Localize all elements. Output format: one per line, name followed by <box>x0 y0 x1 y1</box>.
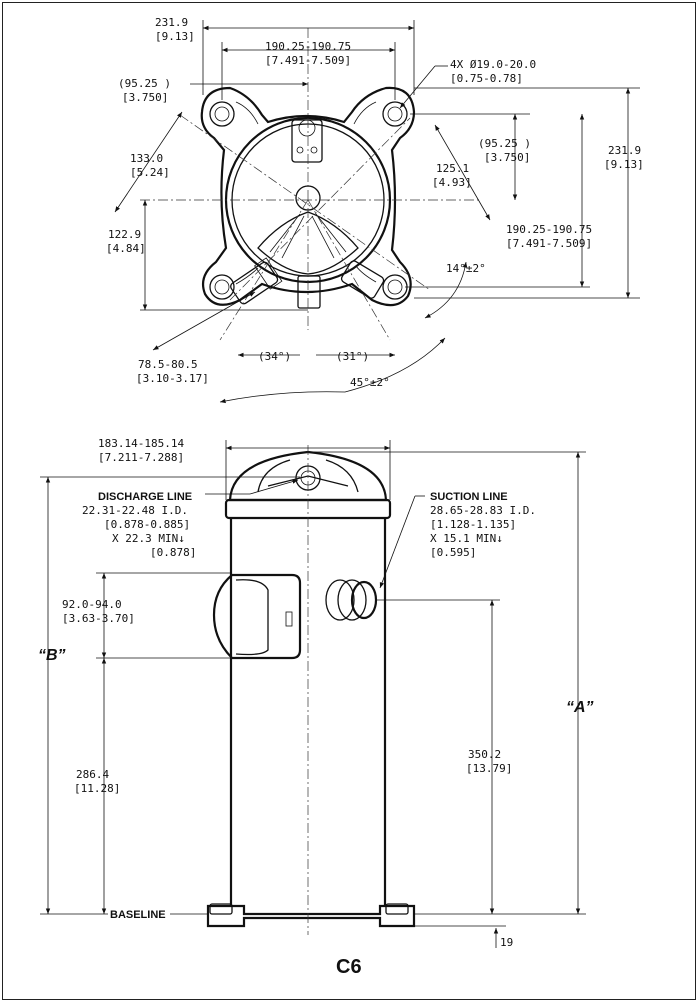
arc-14 <box>424 261 468 319</box>
dim-line-133 <box>114 111 183 213</box>
side-fitting-top <box>340 260 385 299</box>
mount-hole-br-inner <box>387 279 403 295</box>
dome-ribs <box>257 211 359 275</box>
discharge-depth-in: [0.878] <box>150 546 196 559</box>
mounting-flange <box>200 86 416 307</box>
grommet-left <box>209 903 233 915</box>
discharge-id-in: [0.878-0.885] <box>104 518 190 531</box>
dim-line-125 <box>434 124 491 221</box>
angle-31: (31°) <box>336 350 369 363</box>
suction-fitting-top <box>230 257 283 305</box>
dome-rib-lines <box>269 213 347 259</box>
mount-hole-tr-inner <box>387 106 403 122</box>
suction-fitting-face <box>350 580 378 620</box>
dim-78: 78.5-80.5 <box>138 358 198 371</box>
dim-offset-right: (95.25 ) <box>478 137 531 150</box>
dim-overall-height-in: [9.13] <box>604 158 644 171</box>
diag-centerline-a <box>179 114 431 291</box>
dim-125: 125.1 <box>436 162 469 175</box>
dim-92-in: [3.63-3.70] <box>62 612 135 625</box>
dim-top-width: 183.14-185.14 <box>98 437 184 450</box>
mount-hole-tl <box>209 101 235 127</box>
dim-286: 286.4 <box>76 768 109 781</box>
suction-id: 28.65-28.83 I.D. <box>430 504 536 517</box>
terminal-box-top <box>291 119 323 163</box>
dim-133-in: [5.24] <box>130 166 170 179</box>
dim-350: 350.2 <box>468 748 501 761</box>
dim-133: 133.0 <box>130 152 163 165</box>
discharge-line-label: DISCHARGE LINE <box>98 491 192 503</box>
dim-overall-height: 231.9 <box>608 144 641 157</box>
dim-92: 92.0-94.0 <box>62 598 122 611</box>
diag-centerline-b <box>229 117 411 301</box>
baseline-label: BASELINE <box>110 909 166 921</box>
mount-hole-tl-inner <box>214 106 230 122</box>
leader-discharge <box>249 479 299 495</box>
angle-14: 14°±2° <box>446 262 486 275</box>
terminal-cap <box>298 119 316 137</box>
suction-depth: X 15.1 MIN↓ <box>430 532 503 545</box>
dim-mount-spacing-y-in: [7.491-7.509] <box>506 237 592 250</box>
dim-offset-right-in: [3.750] <box>484 151 530 164</box>
fitting-angle-line-b <box>307 199 391 341</box>
dim-offset-left: (95.25 ) <box>118 77 171 90</box>
mount-hole-tr <box>382 101 408 127</box>
discharge-depth: X 22.3 MIN↓ <box>112 532 185 545</box>
top-view: 231.9 [9.13] 190.25-190.75 [7.491-7.509]… <box>106 16 644 404</box>
mount-hole-br <box>382 274 408 300</box>
terminal-box <box>212 573 302 660</box>
discharge-id: 22.31-22.48 I.D. <box>82 504 188 517</box>
terminal-pin-b <box>310 146 318 154</box>
leader-holes <box>399 65 436 109</box>
dim-350-in: [13.79] <box>466 762 512 775</box>
suction-line-label: SUCTION LINE <box>430 491 508 503</box>
dim-label-b: “B” <box>38 647 66 664</box>
terminal-pin-a <box>296 146 304 154</box>
angle-34: (34°) <box>258 350 291 363</box>
arc-45 <box>219 337 446 404</box>
dim-overall-width-in: [9.13] <box>155 30 195 43</box>
baseline-label-bg <box>108 907 170 920</box>
terminal-box-clip <box>285 611 293 627</box>
flange-inner-edge <box>235 101 377 285</box>
suction-id-in: [1.128-1.135] <box>430 518 516 531</box>
model-title: C6 <box>336 956 362 978</box>
hole-callout-in: [0.75-0.78] <box>450 72 523 85</box>
dim-122: 122.9 <box>108 228 141 241</box>
leader-suction <box>379 495 416 589</box>
suction-fitting <box>325 579 355 621</box>
angle-45: 45°±2° <box>350 376 390 389</box>
dim-line-78 <box>152 291 256 351</box>
side-view: 183.14-185.14 [7.211-7.288] DISCHARGE LI… <box>38 437 594 949</box>
grommet-right <box>385 903 409 915</box>
dim-top-width-in: [7.211-7.288] <box>98 451 184 464</box>
dim-offset-left-in: [3.750] <box>122 91 168 104</box>
dim-mount-spacing-x: 190.25-190.75 <box>265 40 351 53</box>
fitting-angle-line-a <box>219 199 309 341</box>
dim-19: 19 <box>500 936 513 949</box>
mount-hole-bl-inner <box>214 279 230 295</box>
terminal-box-lid <box>235 579 269 656</box>
suction-depth-in: [0.595] <box>430 546 476 559</box>
dim-78-in: [3.10-3.17] <box>136 372 209 385</box>
dim-label-a: “A” <box>566 699 594 716</box>
dim-286-in: [11.28] <box>74 782 120 795</box>
hole-callout: 4X Ø19.0-20.0 <box>450 58 536 71</box>
dim-overall-width: 231.9 <box>155 16 188 29</box>
base-plate <box>206 904 416 928</box>
suction-fitting-mid <box>337 579 367 621</box>
dim-mount-spacing-y: 190.25-190.75 <box>506 223 592 236</box>
dim-mount-spacing-x-in: [7.491-7.509] <box>265 54 351 67</box>
dim-122-in: [4.84] <box>106 242 146 255</box>
dim-125-in: [4.93] <box>432 176 472 189</box>
discharge-fitting-top <box>297 275 321 309</box>
